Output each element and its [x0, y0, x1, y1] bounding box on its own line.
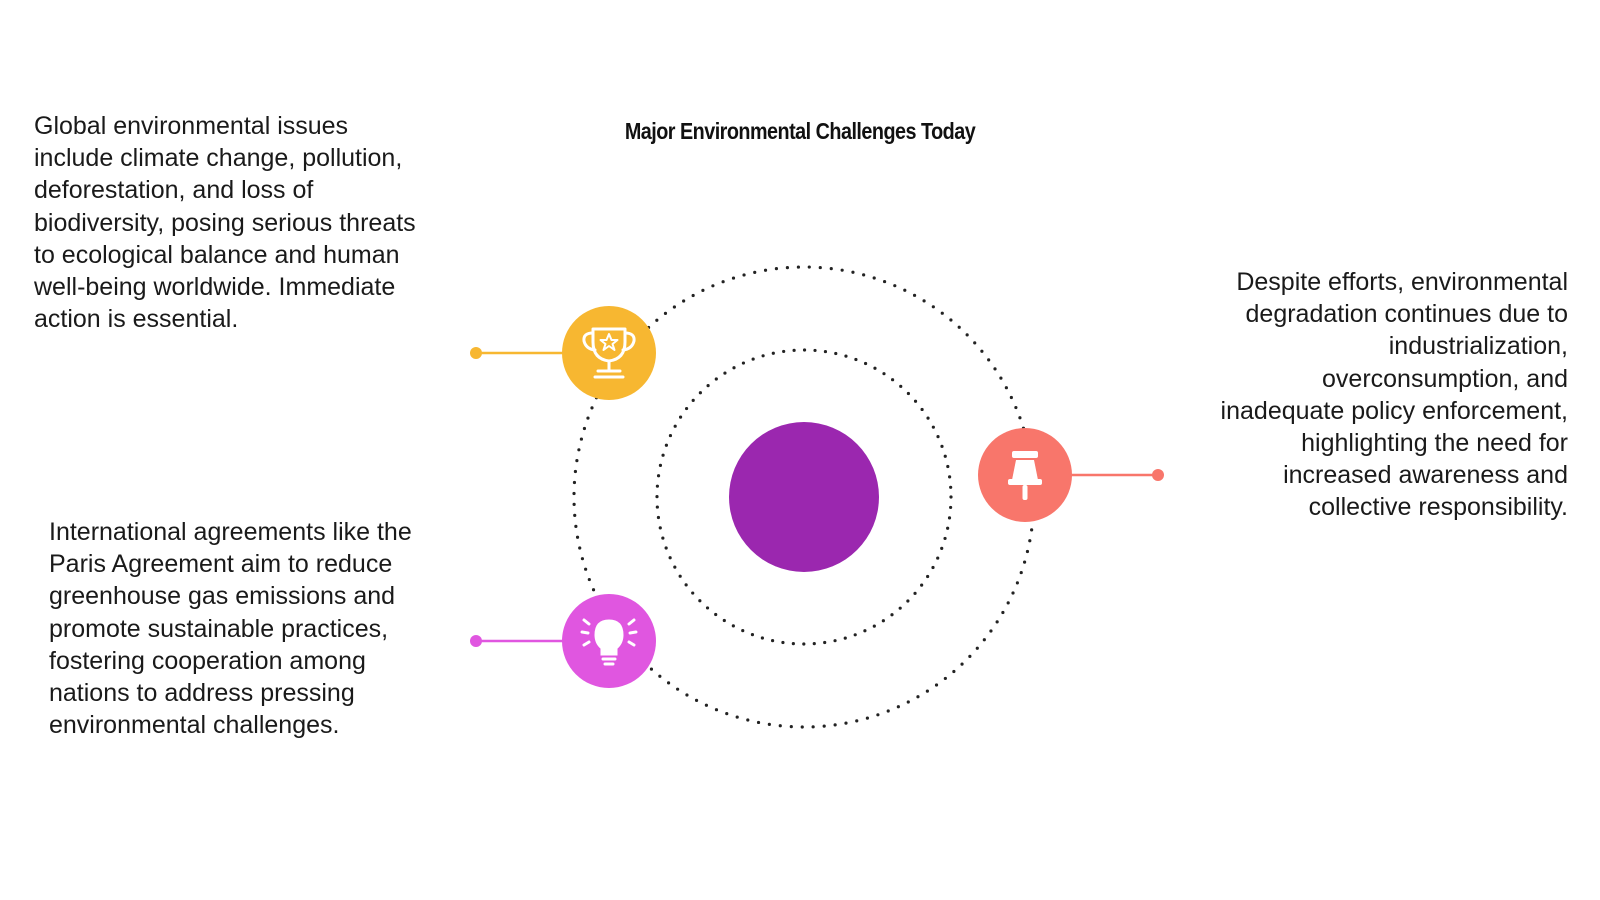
trophy-item-text: Global environmental issues include clim…	[34, 112, 416, 334]
lightbulb-icon	[580, 618, 638, 666]
trophy-connector-dot	[470, 347, 482, 359]
lightbulb-node	[562, 594, 656, 688]
pushpin-item-text: Despite efforts, environmental degradati…	[1220, 268, 1568, 522]
lightbulb-connector-dot	[470, 635, 482, 647]
center-circle	[729, 422, 879, 572]
pushpin-connector-dot	[1152, 469, 1164, 481]
diagram-title: Major Environmental Challenges Today	[624, 118, 976, 144]
lightbulb-item-text: International agreements like the Paris …	[49, 518, 412, 740]
pushpin-node	[978, 428, 1072, 522]
pushpin-icon	[1008, 451, 1042, 500]
trophy-node	[562, 306, 656, 400]
trophy-icon	[582, 327, 636, 379]
inner-orbit	[655, 348, 953, 646]
